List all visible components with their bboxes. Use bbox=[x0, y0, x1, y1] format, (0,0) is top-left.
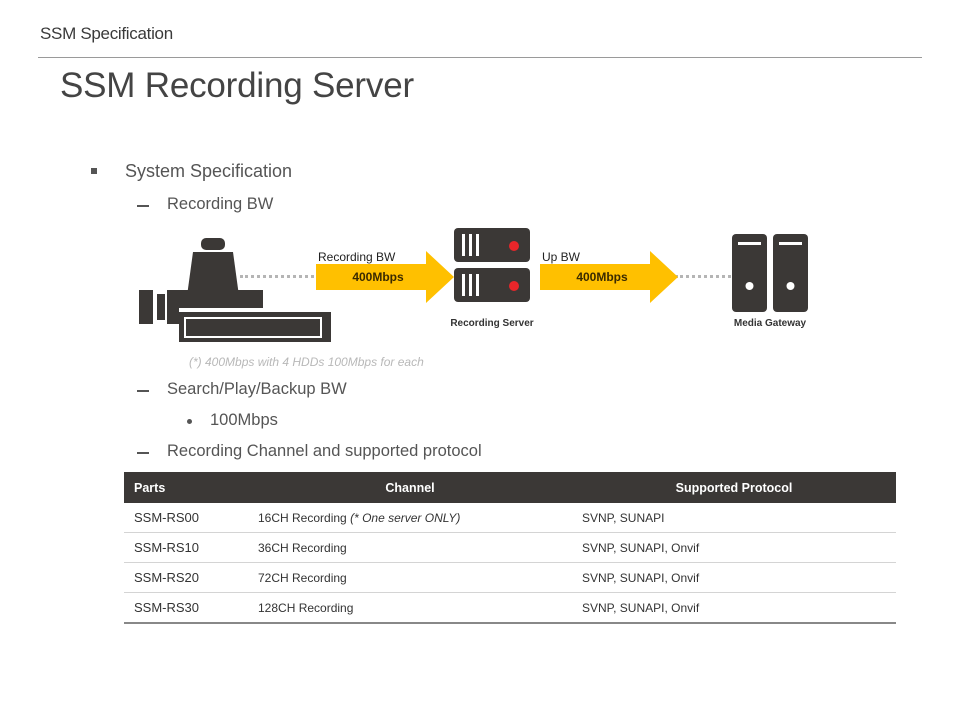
media-gateway-caption: Media Gateway bbox=[733, 318, 807, 329]
up-bw-value: 400Mbps bbox=[576, 270, 628, 284]
cell-channel: 16CH Recording (* One server ONLY) bbox=[248, 503, 572, 533]
cell-protocol: SVNP, SUNAPI, Onvif bbox=[572, 562, 896, 593]
recording-bw-value: 400Mbps bbox=[352, 270, 404, 284]
bullet-square-icon bbox=[91, 168, 97, 174]
camera-icon bbox=[139, 238, 331, 342]
up-bw-arrow bbox=[540, 251, 678, 303]
cell-channel: 72CH Recording bbox=[248, 562, 572, 593]
dash-bullet-icon bbox=[137, 452, 149, 454]
header-channel: Channel bbox=[248, 472, 572, 503]
outline-search-bw: Search/Play/Backup BW bbox=[167, 380, 347, 398]
link-camera-server bbox=[240, 275, 320, 278]
outline-system-spec: System Specification bbox=[125, 161, 293, 181]
table-row: SSM-RS10 36CH Recording SVNP, SUNAPI, On… bbox=[124, 532, 896, 563]
recording-server-caption: Recording Server bbox=[450, 318, 534, 329]
media-gateway-icon bbox=[732, 234, 808, 312]
header-divider bbox=[38, 57, 922, 58]
section-label: SSM Specification bbox=[40, 24, 173, 43]
up-bw-label: Up BW bbox=[542, 250, 581, 264]
table-row: SSM-RS00 16CH Recording (* One server ON… bbox=[124, 503, 896, 533]
bandwidth-note: (*) 400Mbps with 4 HDDs 100Mbps for each bbox=[189, 355, 424, 369]
outline-recording-bw: Recording BW bbox=[167, 195, 274, 213]
cell-part: SSM-RS30 bbox=[124, 592, 248, 624]
cell-channel-note: (* One server ONLY) bbox=[350, 510, 461, 525]
cell-part: SSM-RS10 bbox=[124, 532, 248, 563]
outline-channel-protocol: Recording Channel and supported protocol bbox=[167, 442, 482, 460]
cell-channel: 36CH Recording bbox=[248, 532, 572, 563]
link-server-gateway bbox=[675, 275, 737, 278]
page-title: SSM Recording Server bbox=[60, 66, 414, 105]
cell-protocol: SVNP, SUNAPI bbox=[572, 503, 896, 533]
dot-bullet-icon bbox=[187, 419, 192, 424]
recording-bw-arrow bbox=[316, 251, 454, 303]
cell-part: SSM-RS00 bbox=[124, 503, 248, 533]
dash-bullet-icon bbox=[137, 205, 149, 207]
cell-part: SSM-RS20 bbox=[124, 562, 248, 593]
header-parts: Parts bbox=[124, 472, 248, 503]
header-protocol: Supported Protocol bbox=[572, 472, 896, 503]
cell-protocol: SVNP, SUNAPI, Onvif bbox=[572, 592, 896, 624]
outline-search-bw-value: 100Mbps bbox=[210, 411, 278, 429]
recording-server-icon bbox=[454, 228, 530, 302]
table-row: SSM-RS20 72CH Recording SVNP, SUNAPI, On… bbox=[124, 562, 896, 593]
cell-channel-text: 16CH Recording bbox=[258, 510, 347, 525]
table-header-row: Parts Channel Supported Protocol bbox=[124, 472, 896, 503]
cell-channel: 128CH Recording bbox=[248, 592, 572, 624]
cell-protocol: SVNP, SUNAPI, Onvif bbox=[572, 532, 896, 563]
table-row: SSM-RS30 128CH Recording SVNP, SUNAPI, O… bbox=[124, 592, 896, 624]
recording-bw-label: Recording BW bbox=[318, 250, 396, 264]
dash-bullet-icon bbox=[137, 390, 149, 392]
spec-table: Parts Channel Supported Protocol SSM-RS0… bbox=[124, 472, 896, 624]
